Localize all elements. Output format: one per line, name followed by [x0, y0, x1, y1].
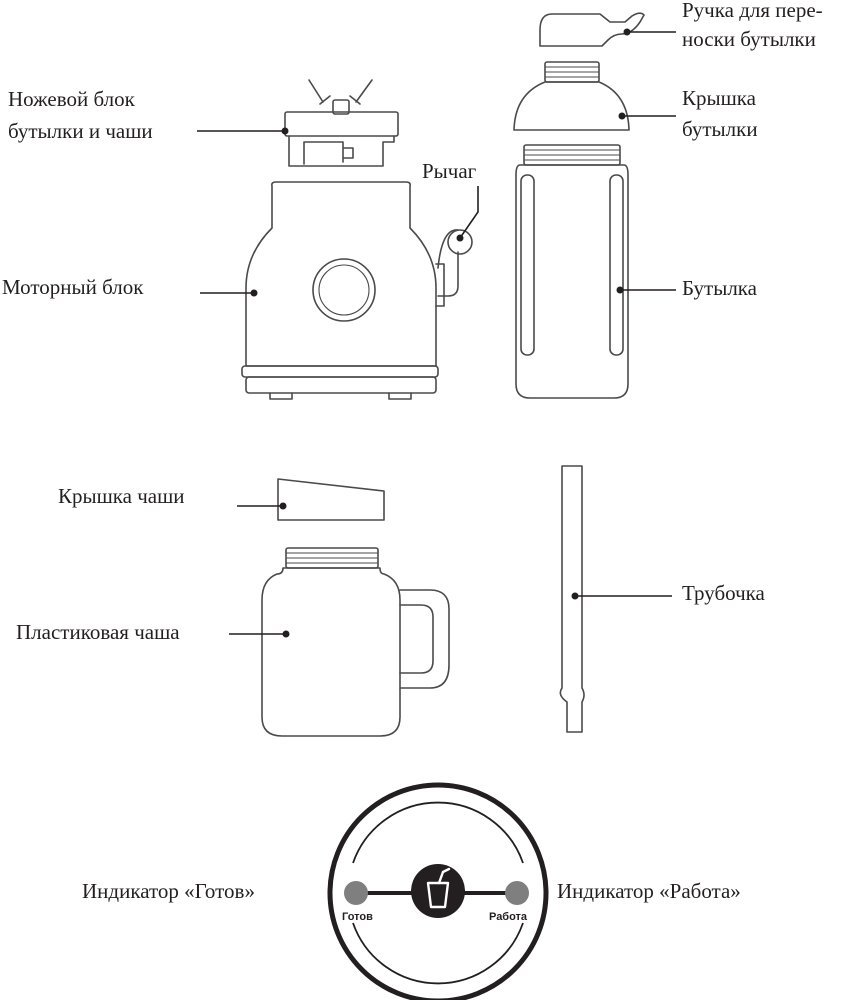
motor-leader: [200, 289, 258, 297]
blade-unit: [284, 79, 399, 167]
bottle-leader: [616, 286, 676, 294]
blade-unit-label-line1: Ножевой блок: [8, 87, 136, 111]
blade-unit-leader: [197, 127, 289, 135]
cup-lid: [277, 478, 385, 521]
handle-leader: [623, 28, 676, 36]
work-indicator-label: Индикатор «Работа»: [557, 879, 741, 903]
bottle: [515, 144, 629, 399]
ready-indicator-label: Индикатор «Готов»: [82, 879, 255, 903]
bottle-cap-label-line2: бутылки: [682, 117, 758, 141]
plastic-cup: [261, 547, 450, 737]
lever-label: Рычаг: [422, 159, 477, 183]
cup-lid-leader: [237, 502, 287, 510]
motor-unit: [241, 181, 473, 400]
bottle-label: Бутылка: [682, 276, 758, 300]
motor-label: Моторный блок: [2, 275, 144, 299]
cup-label: Пластиковая чаша: [16, 620, 180, 644]
straw-label: Трубочка: [682, 581, 766, 605]
bottle-cap-leader: [618, 112, 676, 120]
cup-leader: [229, 630, 290, 638]
work-small-label: Работа: [489, 911, 528, 923]
lever-leader: [456, 186, 479, 242]
drink-cup-icon: [411, 864, 465, 918]
bottle-cap-label-line1: Крышка: [682, 86, 757, 110]
handle-label-line1: Ручка для пере-: [682, 0, 823, 22]
bottle-carry-handle: [539, 12, 645, 47]
ready-small-label: Готов: [342, 911, 373, 923]
cup-lid-label: Крышка чаши: [58, 484, 185, 508]
handle-label-line2: носки бутылки: [682, 27, 816, 51]
straw-leader: [571, 592, 672, 600]
bottle-cap: [513, 61, 630, 131]
work-indicator-light: [505, 881, 529, 905]
ready-indicator-light: [344, 881, 368, 905]
straw: [559, 465, 585, 733]
blade-unit-label-line2: бутылки и чаши: [8, 119, 153, 143]
